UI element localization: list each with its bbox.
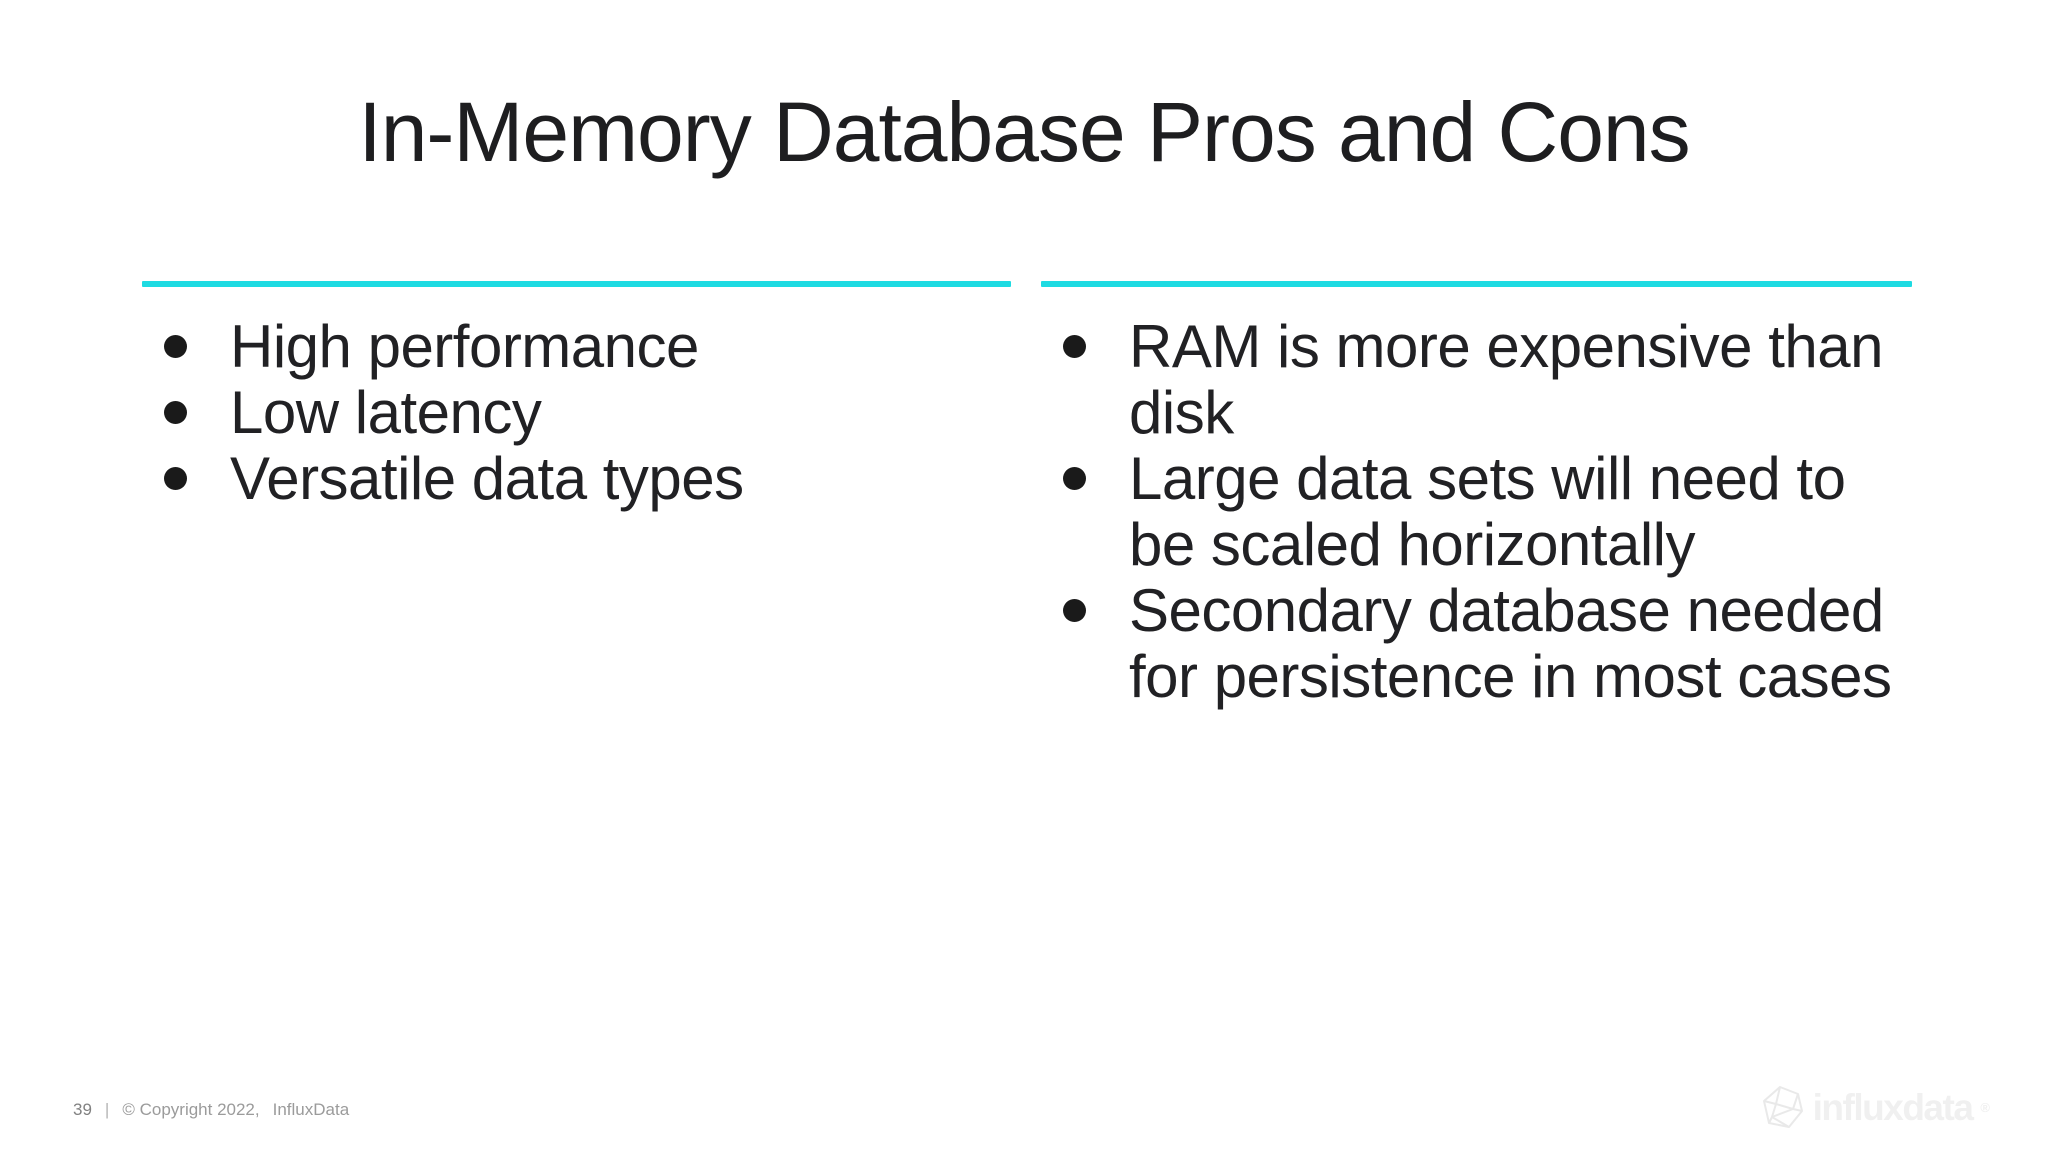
page-number: 39	[73, 1100, 92, 1119]
slide-title: In-Memory Database Pros and Cons	[358, 85, 1690, 179]
slide-footer: 39 | © Copyright 2022, InfluxData	[73, 1100, 349, 1120]
footer-separator: |	[104, 1100, 110, 1119]
bullet-item: High performance	[142, 314, 1011, 380]
cons-divider-line	[1041, 281, 1912, 287]
influxdata-cubo-icon	[1762, 1086, 1803, 1128]
company-name: InfluxData	[272, 1100, 350, 1119]
bullet-item: Versatile data types	[142, 446, 1011, 512]
pros-divider-line	[142, 281, 1011, 287]
bullet-item: Large data sets will need to be scaled h…	[1041, 446, 1912, 578]
bullet-item: RAM is more expensive than disk	[1041, 314, 1912, 446]
bullet-item: Secondary database needed for persistenc…	[1041, 578, 1912, 710]
influxdata-wordmark: influxdata	[1812, 1086, 1974, 1128]
influxdata-logo: influxdata ®	[1760, 1084, 1990, 1130]
bullet-item: Low latency	[142, 380, 1011, 446]
registered-trademark-symbol: ®	[1980, 1099, 1990, 1115]
copyright-text: © Copyright 2022,	[122, 1100, 260, 1119]
